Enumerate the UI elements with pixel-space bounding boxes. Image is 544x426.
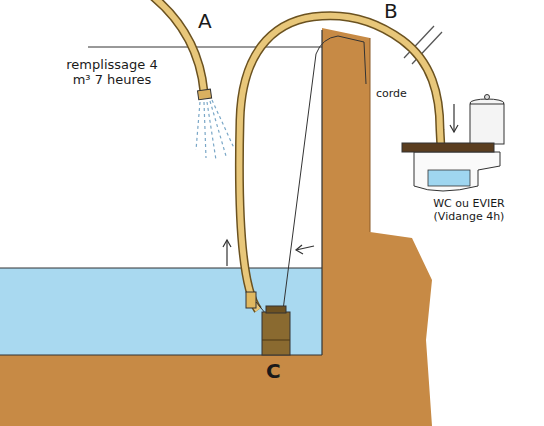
pump-cap <box>266 306 286 313</box>
arrow-head <box>450 125 458 132</box>
hose-nozzle <box>198 89 212 100</box>
water-spray <box>196 100 234 160</box>
water-surface <box>0 268 322 269</box>
arrow-head <box>223 240 231 247</box>
arrow-shaft <box>226 240 227 266</box>
pump-hose-outline <box>239 16 442 310</box>
ground <box>0 28 432 426</box>
arrow-head <box>296 245 303 254</box>
wc-water <box>428 170 470 186</box>
wc-label: WC ou EVIER (Vidange 4h) <box>414 198 524 223</box>
wc-bowl <box>414 152 500 191</box>
pump-hose <box>239 16 442 310</box>
float-switch <box>246 292 256 308</box>
spray-line <box>196 102 200 150</box>
spray-line <box>204 102 206 158</box>
arrow-shaft <box>453 104 454 132</box>
point-letter: B <box>384 0 398 23</box>
spray-line <box>210 101 226 156</box>
point-letter: A <box>198 10 212 33</box>
pump-band <box>262 340 290 341</box>
spray-line <box>212 100 234 148</box>
tank-wall-line <box>321 30 322 355</box>
filling-hose-outline <box>150 0 204 92</box>
filling-hose <box>150 0 204 92</box>
filling-note: remplissage 4 m³ 7 heures <box>56 58 168 88</box>
wc-seat <box>402 143 494 152</box>
point-letter: C <box>266 360 281 383</box>
cistern-knob <box>485 95 490 100</box>
pump-body <box>262 312 290 355</box>
tank-top-line <box>88 47 322 48</box>
rope-label: corde <box>376 88 407 101</box>
wall-right-line <box>370 38 371 232</box>
water <box>0 268 322 355</box>
spray-line <box>207 102 216 160</box>
rope <box>282 36 366 318</box>
cistern <box>470 104 504 144</box>
